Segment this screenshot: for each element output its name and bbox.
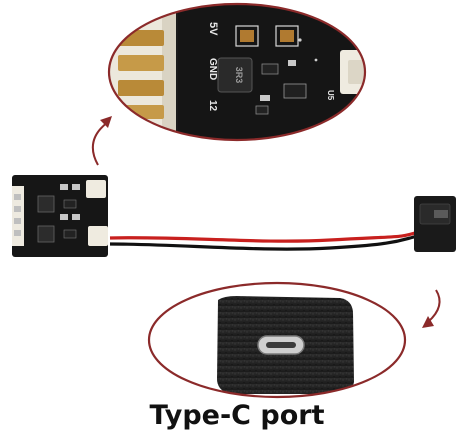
curved-arrow-down xyxy=(422,289,441,328)
converter-assembly xyxy=(12,175,456,257)
connector-bottom xyxy=(88,226,108,246)
zoom-ring-top xyxy=(107,2,367,142)
silk-5v: 5V xyxy=(207,22,219,36)
header-pin xyxy=(118,80,164,96)
curved-arrow-up xyxy=(91,116,112,166)
silk-gnd: GND xyxy=(207,58,218,80)
connector-top xyxy=(86,180,106,198)
silk-u5: U5 xyxy=(326,90,335,101)
inductor-label: 3R3 xyxy=(234,67,244,84)
wire-black xyxy=(109,234,419,251)
smd-capacitor xyxy=(280,30,294,42)
zoom-ring-bottom xyxy=(147,281,407,399)
silk-12: 12 xyxy=(207,100,218,112)
caption-typec-port: Type-C port xyxy=(149,400,325,431)
header-connector xyxy=(109,4,172,140)
bottom-zoom-view xyxy=(147,281,407,399)
header-pin xyxy=(118,55,164,71)
wire-red xyxy=(109,230,419,243)
inductor xyxy=(217,57,253,93)
top-zoom-view: 5V GND 12 3R3 VCC U5 xyxy=(107,2,367,142)
smd-capacitor xyxy=(240,30,254,42)
regulator-chip xyxy=(283,83,307,99)
